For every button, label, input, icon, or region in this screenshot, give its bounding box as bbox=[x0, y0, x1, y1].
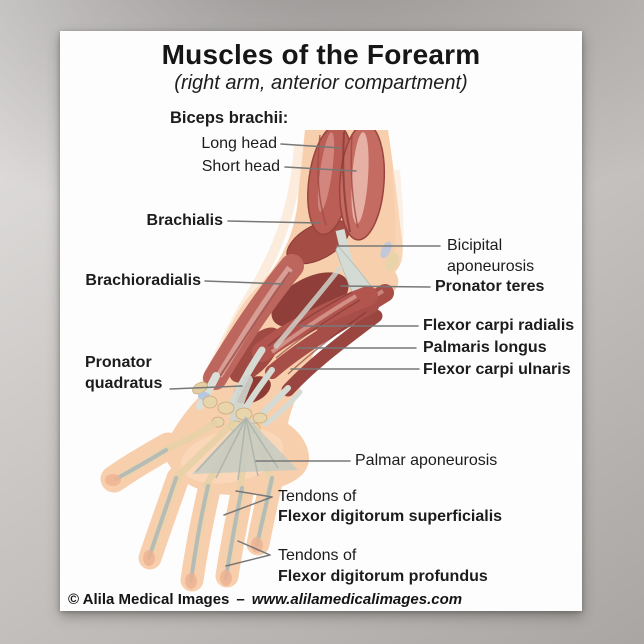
wrist-tendons bbox=[196, 265, 343, 427]
fingertip-shading bbox=[105, 474, 263, 589]
copyright-footer: © Alila Medical Images–www.alilamedicali… bbox=[68, 591, 462, 608]
carpal-bones bbox=[192, 381, 268, 434]
brachioradialis-muscle bbox=[203, 254, 304, 390]
label-tendons-of-superficialis: Tendons of bbox=[278, 488, 357, 505]
website-url: www.alilamedicalimages.com bbox=[251, 591, 463, 608]
leader-lines bbox=[169, 143, 441, 567]
flexor-carpi-ulnaris-muscle bbox=[281, 309, 383, 397]
palmaris-longus-muscle bbox=[265, 299, 379, 379]
flexor-muscle-group bbox=[252, 286, 383, 397]
label-pronator-quadratus: Pronator quadratus bbox=[85, 354, 163, 392]
label-tendons-of-profundus: Tendons of bbox=[278, 547, 357, 564]
footer-separator: – bbox=[236, 591, 245, 608]
label-brachialis: Brachialis bbox=[146, 212, 223, 229]
leader-brachialis bbox=[227, 220, 321, 224]
leader-brachioradialis bbox=[204, 280, 284, 285]
leader-fds-lower bbox=[223, 496, 273, 516]
label-flexor-digitorum-profundus: Flexor digitorum profundus bbox=[278, 568, 488, 585]
leader-fds-upper bbox=[235, 490, 273, 498]
flexor-carpi-radialis-muscle bbox=[252, 286, 378, 362]
label-brachioradialis: Brachioradialis bbox=[85, 272, 201, 289]
label-long-head: Long head bbox=[201, 135, 277, 152]
leader-fdp-upper bbox=[237, 540, 271, 556]
leader-pronator-quadratus bbox=[169, 385, 243, 390]
label-flexor-carpi-ulnaris: Flexor carpi ulnaris bbox=[423, 361, 571, 378]
page-title: Muscles of the Forearm bbox=[161, 39, 481, 70]
label-short-head: Short head bbox=[201, 158, 280, 175]
leader-short-head bbox=[284, 166, 357, 172]
leader-long-head bbox=[280, 143, 342, 149]
finger-tendons bbox=[114, 448, 274, 583]
label-flexor-carpi-radialis: Flexor carpi radialis bbox=[423, 317, 575, 334]
label-flexor-digitorum-superficialis: Flexor digitorum superficialis bbox=[278, 508, 503, 525]
label-bicipital-aponeurosis: Bicipital aponeurosis bbox=[447, 237, 535, 275]
label-biceps-brachii-header: Biceps brachii: bbox=[170, 109, 289, 127]
copyright-text: © Alila Medical Images bbox=[68, 591, 230, 608]
label-palmaris-longus: Palmaris longus bbox=[423, 339, 547, 356]
label-pronator-teres: Pronator teres bbox=[435, 278, 545, 295]
page-subtitle: (right arm, anterior compartment) bbox=[174, 72, 468, 94]
leader-pronator-teres bbox=[340, 285, 431, 288]
label-palmar-aponeurosis: Palmar aponeurosis bbox=[355, 452, 498, 469]
leader-fdp-lower bbox=[225, 554, 271, 567]
palmar-aponeurosis-shape bbox=[192, 416, 298, 481]
biceps-brachii-muscle bbox=[307, 130, 386, 241]
